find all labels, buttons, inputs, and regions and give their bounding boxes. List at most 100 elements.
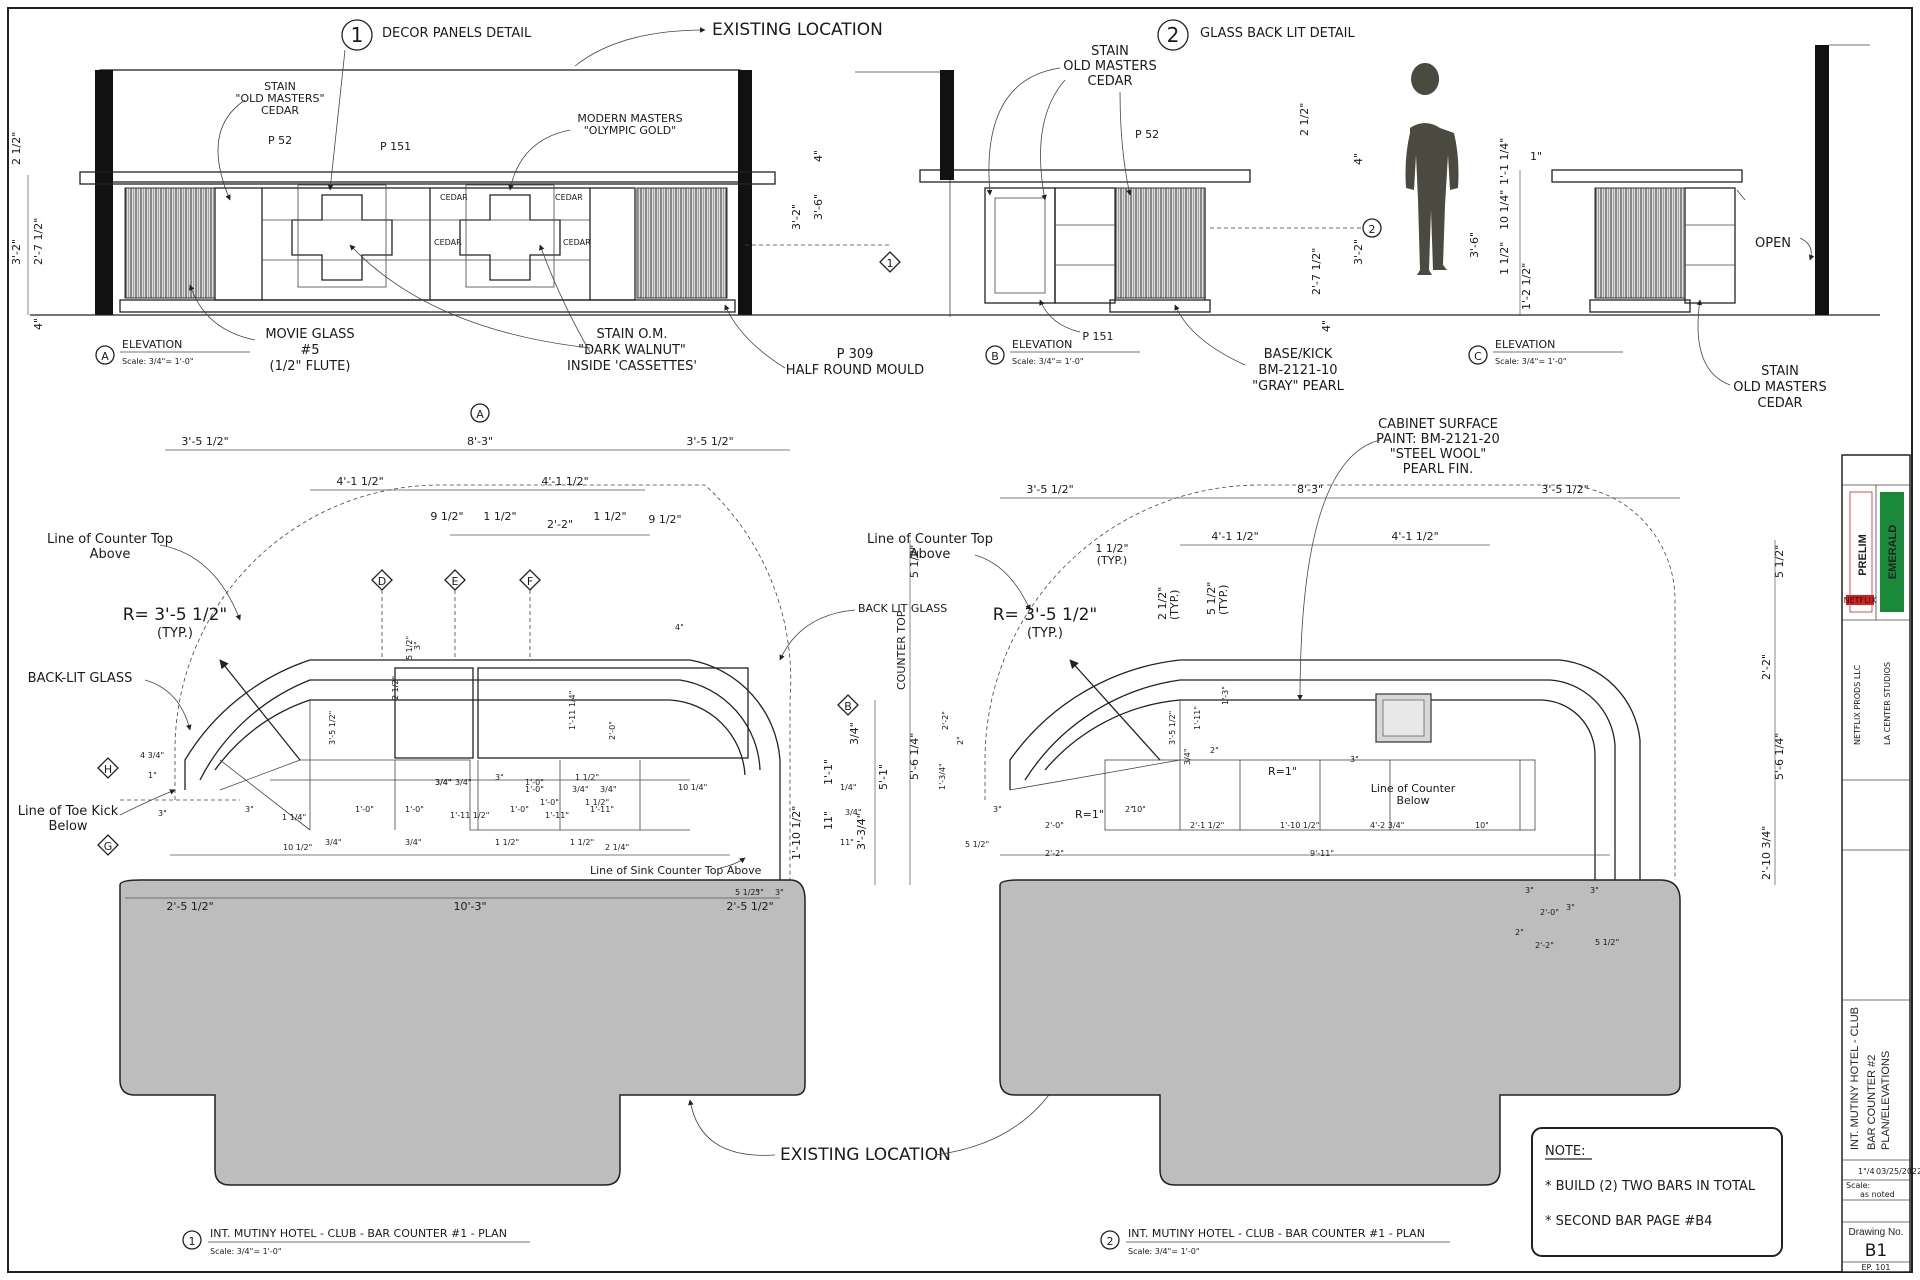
elev-b-sect: 2	[1369, 223, 1376, 236]
plan-2-top-c: 8'-3"	[1297, 483, 1323, 496]
plan-2-small-dim-6: 5 1/2"	[965, 840, 989, 849]
elev-a-cedar-1: CEDAR	[440, 193, 468, 202]
plan-2-cabinet-3: "STEEL WOOL"	[1390, 447, 1487, 462]
plan-2-small-dim-22: 3"	[1566, 903, 1575, 912]
plan-2-small-dim-5: 2'-2"	[1045, 849, 1064, 858]
plan-1-e: E	[452, 575, 459, 588]
plan-2-small-dim-21: 3"	[1590, 886, 1599, 895]
elev-a-p309-2: HALF ROUND MOULD	[786, 363, 924, 378]
tb-scale-num: 1"/4	[1858, 1167, 1875, 1176]
elev-a-movie-1: MOVIE GLASS	[265, 327, 354, 342]
plan-1-counter-top: COUNTER TOP	[895, 610, 908, 690]
elev-b-stain-2: OLD MASTERS	[1063, 59, 1156, 74]
plan-1-small-dim-5: 2'-0"	[608, 721, 617, 740]
plan-2-radius-2: (TYP.)	[1027, 626, 1063, 641]
elev-c-open: OPEN	[1755, 236, 1791, 251]
plan-1-existing: EXISTING LOCATION	[780, 1145, 951, 1165]
plan-2-small-dim-4: 2'-0"	[1045, 821, 1064, 830]
note-heading: NOTE:	[1545, 1144, 1586, 1159]
plan-1-small-dim-6: 3'-5 1/2"	[328, 711, 337, 745]
elev-c-dim-6: 1'-2 1/2"	[1520, 263, 1533, 310]
plan-1-small-dim-26: 3"	[413, 641, 422, 650]
elev-a-modern-1: MODERN MASTERS	[577, 112, 682, 125]
plan-1-counter-1: Line of Counter Top	[47, 532, 173, 547]
elev-b-dim-1: 2 1/2"	[1298, 103, 1311, 136]
plan-1-dim-2-5: 2'-5 1/2"	[166, 900, 213, 913]
plan-2-small-dim-12: 10"	[1475, 821, 1489, 830]
plan-1-small-dim-30: 3/4"	[435, 778, 452, 787]
plan-2-small-dim-13: 9'-11"	[1310, 849, 1334, 858]
plan-1-small-dim-23: 3"	[495, 773, 504, 782]
plan-1-small-dim-16: 3"	[245, 805, 254, 814]
plan-2-typ2-2: (TYP.)	[1168, 590, 1181, 620]
plan-2-dim-2-2: 2'-2"	[1760, 654, 1773, 680]
elev-c-dim-3: 10 1/4"	[1498, 190, 1511, 230]
plan-2-small-dim-1: 1'-3/4"	[938, 763, 947, 790]
tb-address-2: LA CENTER STUDIOS	[1883, 662, 1892, 745]
plan-2-radius-1: R= 3'-5 1/2"	[993, 605, 1097, 625]
elevation-c: 1'-1 1/4" 1" 10 1/4" 3'-6" 1 1/2" 1'-2 1…	[1468, 44, 1870, 411]
elev-b-detail-title: GLASS BACK LIT DETAIL	[1200, 26, 1355, 41]
plan-1-toe-1: Line of Toe Kick	[18, 804, 119, 819]
plan-1-small-dim-7: 2 1/2"	[391, 676, 400, 700]
elev-a-detail-num: 1	[351, 23, 364, 47]
plan-1-small-dims: 1'-0"1'-0"1'-11 1/2"1'-11"1'-11"2'-0"3'-…	[140, 623, 862, 897]
elev-b-dim-2: 4"	[1352, 153, 1365, 165]
plan-2-counter-1: Line of Counter Top	[867, 532, 993, 547]
plan-1-radius-2: (TYP.)	[157, 626, 193, 641]
plan-1-top-l: 3'-5 1/2"	[181, 435, 228, 448]
elev-a-modern-2: "OLYMPIC GOLD"	[584, 124, 677, 137]
elev-a-cedar-3: CEDAR	[434, 238, 462, 247]
plan-2-small-dim-2: 2"	[956, 736, 965, 745]
elev-a-cedar-2: CEDAR	[555, 193, 583, 202]
plan-2-cabinet-1: CABINET SURFACE	[1378, 417, 1498, 432]
plan-1-small-dim-13: 1 1/2"	[495, 838, 519, 847]
plan-2-small-dim-14: 3'-5 1/2"	[1168, 711, 1177, 745]
plan-2-title: INT. MUTINY HOTEL - CLUB - BAR COUNTER #…	[1128, 1227, 1425, 1240]
elev-a-dim-6: 3'-6"	[812, 194, 825, 220]
elev-c-tag-label: ELEVATION	[1495, 338, 1555, 351]
plan-1-small-dim-41: 11"	[840, 838, 854, 847]
plan-1-f: F	[527, 575, 533, 588]
title-block: PRELIM EMERALD NETFLIX NETFLIX PRODS LLC…	[1841, 454, 1920, 1273]
plan-1-41-r: 4'-1 1/2"	[541, 475, 588, 488]
plan-2-typ3-1: 5 1/2"	[1205, 582, 1218, 615]
elev-a-p309-1: P 309	[837, 347, 874, 362]
plan-1-top-c: 8'-3"	[467, 435, 493, 448]
plan-2-existing-area	[999, 879, 1681, 1186]
plan-2-typ2-1: 2 1/2"	[1156, 587, 1169, 620]
plan-2-dim-2-10: 2'-10 3/4"	[1760, 826, 1773, 880]
plan-2-cabinet-2: PAINT: BM-2121-20	[1376, 432, 1500, 447]
elev-a-stain-2: "OLD MASTERS"	[235, 92, 324, 105]
plan-1-small-dim-37: 3/4"	[572, 785, 589, 794]
plan-2-counter-2: Above	[910, 547, 951, 562]
elev-b-base-2: BM-2121-10	[1258, 363, 1337, 378]
plan-1-small-dim-20: 3/4"	[435, 778, 452, 787]
plan-2-small-dim-23: 2'-0"	[1540, 908, 1559, 917]
plan-1-small-dim-8: 1'-11 1/4"	[568, 691, 577, 730]
elev-b-p151: P 151	[1082, 330, 1113, 343]
plan-2-small-dim-19: 3"	[1350, 755, 1359, 764]
elev-b-p52: P 52	[1135, 128, 1159, 141]
plan-2-small-dim-26: 2"	[1515, 928, 1524, 937]
plan-2-small-dim-0: 2'-2"	[941, 711, 950, 730]
plan-1-small-dim-11: 3/4"	[325, 838, 342, 847]
plan-2-small-dim-7: 2"	[1125, 805, 1134, 814]
plan-2-small-dim-25: 5 1/2"	[1595, 938, 1619, 947]
elev-b-base-1: BASE/KICK	[1264, 347, 1333, 362]
elev-c-dim-5: 1 1/2"	[1498, 242, 1511, 275]
plan-1-dim-1-10: 1'-10 1/2"	[790, 806, 803, 860]
note-line-2: * SECOND BAR PAGE #B4	[1545, 1214, 1712, 1229]
elev-c-dim-2: 1"	[1530, 150, 1542, 163]
note-box: NOTE: * BUILD (2) TWO BARS IN TOTAL * SE…	[1531, 1127, 1783, 1257]
plan-2-typ-1: 1 1/2"	[1095, 542, 1128, 555]
plan-1-d: D	[378, 575, 386, 588]
plan-1-small-dim-0: 1'-0"	[355, 805, 374, 814]
plan-1-dim-11: 11"	[822, 811, 835, 830]
elev-c-dim-4: 3'-6"	[1468, 232, 1481, 258]
tb-sheet-name: BAR COUNTER #2	[1866, 1055, 1878, 1150]
person-silhouette	[1405, 63, 1459, 275]
plan-1-small-dim-12: 3/4"	[405, 838, 422, 847]
prelim-stamp: PRELIM	[1857, 534, 1869, 576]
plan-1-small-dim-21: 3/4"	[455, 778, 472, 787]
